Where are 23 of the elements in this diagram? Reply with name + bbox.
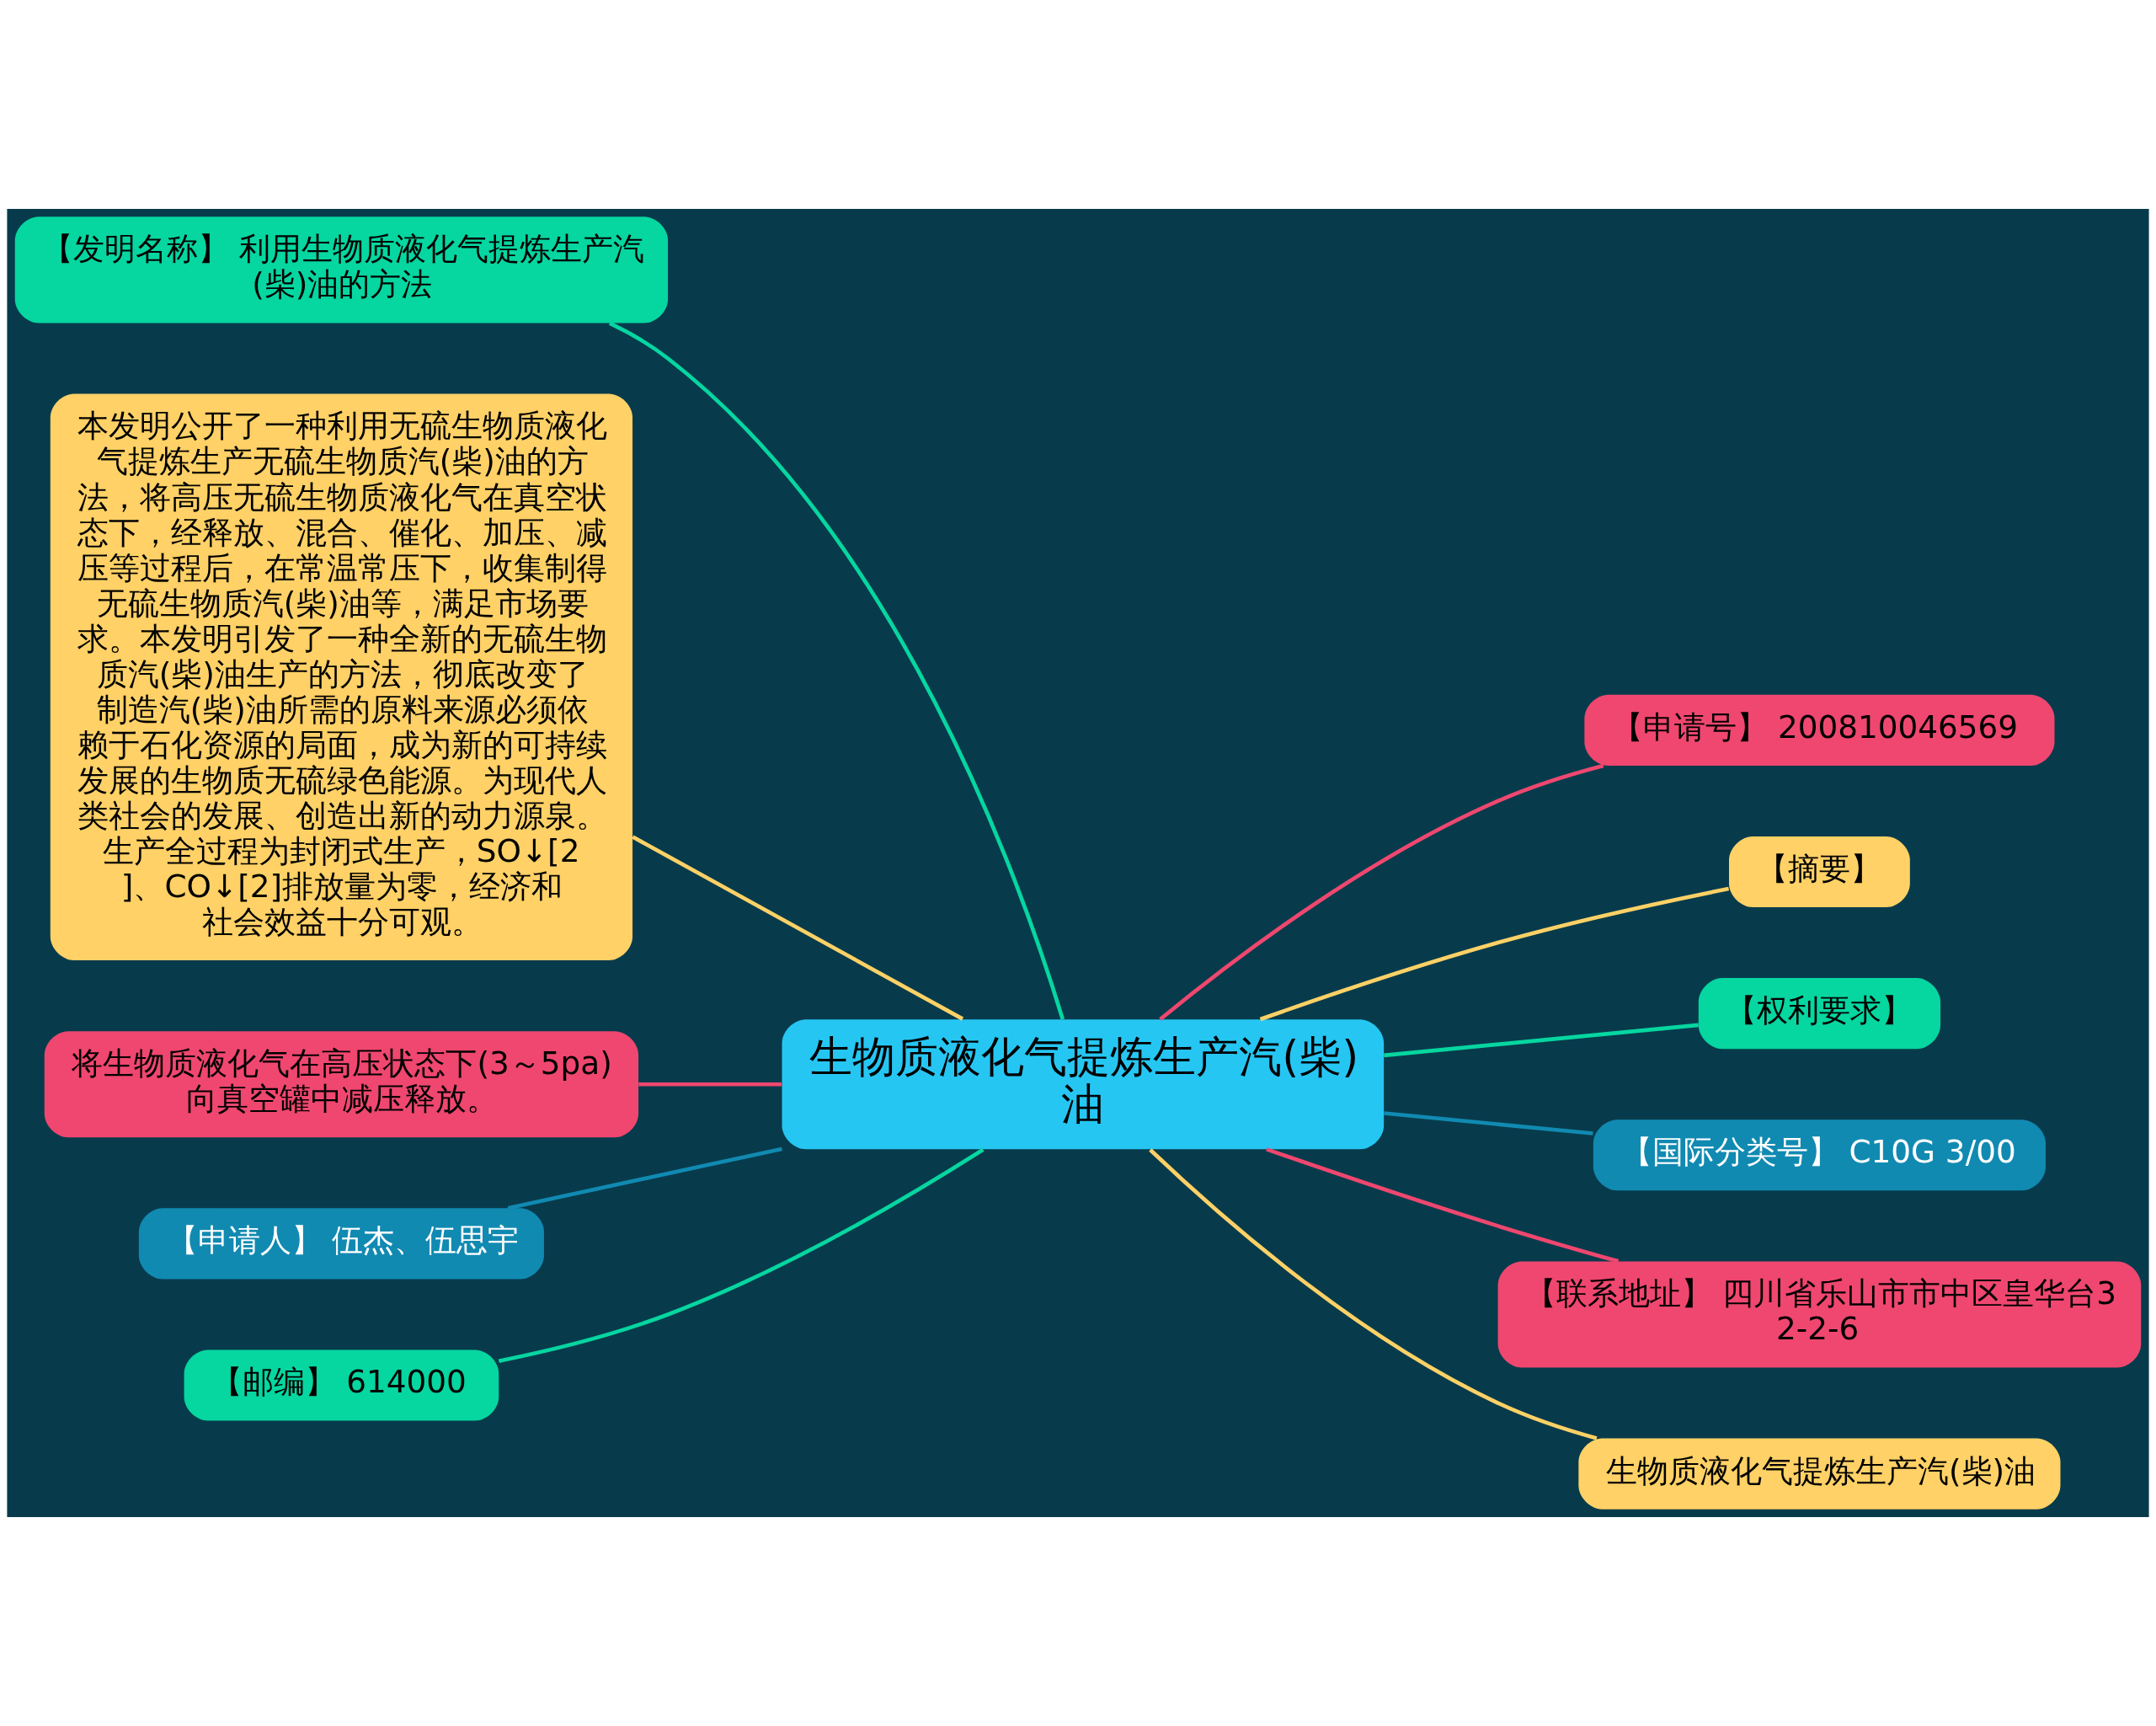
- connector: [638, 1082, 782, 1087]
- node-box: 【摘要】: [1729, 836, 1910, 908]
- node-box: 本发明公开了一种利用无硫生物质液化气提炼生产无硫生物质汽(柴)油的方法，将高压无硫生物质液化气在真空状态下，经释放、混合、催化、加压、减压等过程后，在常温常压下，收集制得无硫生物质汽(柴)油等，满足市场要求。本发明引发了一种全新的无硫生物质汽(柴)油生产的方法，彻底改变了制造汽(柴)油所需的原料来源必须依赖于石化资源的局面，成为新的可持续发展的生物质无硫绿色能源。为现代人类社会的发展、创造出新的动力源泉。生产全过程为封闭式生产，SO↓[2]、CO↓[2]排放量为零，经济和社会效益十分可观。: [50, 393, 633, 961]
- node-box: 将生物质液化气在高压状态下(3～5pa)向真空罐中减压释放。: [44, 1031, 639, 1138]
- node-box: 生物质液化气提炼生产汽(柴)油: [1578, 1438, 2061, 1510]
- node-box: 【申请人】 伍杰、伍思宇: [138, 1208, 544, 1280]
- connector: [632, 835, 964, 1021]
- connector: [1384, 1111, 1593, 1136]
- connector: [507, 1146, 782, 1210]
- node-box: 【联系地址】 四川省乐山市市中区皇华台32-2-6: [1497, 1261, 2142, 1368]
- node-box: 【发明名称】 利用生物质液化气提炼生产汽(柴)油的方法: [14, 216, 669, 323]
- node-box: 【邮编】 614000: [184, 1349, 499, 1421]
- connector: [1159, 763, 1604, 1021]
- connector: [498, 1147, 985, 1363]
- node-box: 【申请号】 200810046569: [1584, 694, 2055, 766]
- node-box: 【权利要求】: [1698, 978, 1941, 1050]
- connector: [1259, 886, 1730, 1022]
- connector: [1149, 1148, 1598, 1440]
- connector: [608, 321, 1065, 1020]
- node-box: 生物质液化气提炼生产汽(柴)油: [782, 1019, 1385, 1150]
- connector: [1266, 1147, 1620, 1264]
- connector: [1384, 1023, 1699, 1058]
- node-box: 【国际分类号】 C10G 3/00: [1593, 1119, 2046, 1191]
